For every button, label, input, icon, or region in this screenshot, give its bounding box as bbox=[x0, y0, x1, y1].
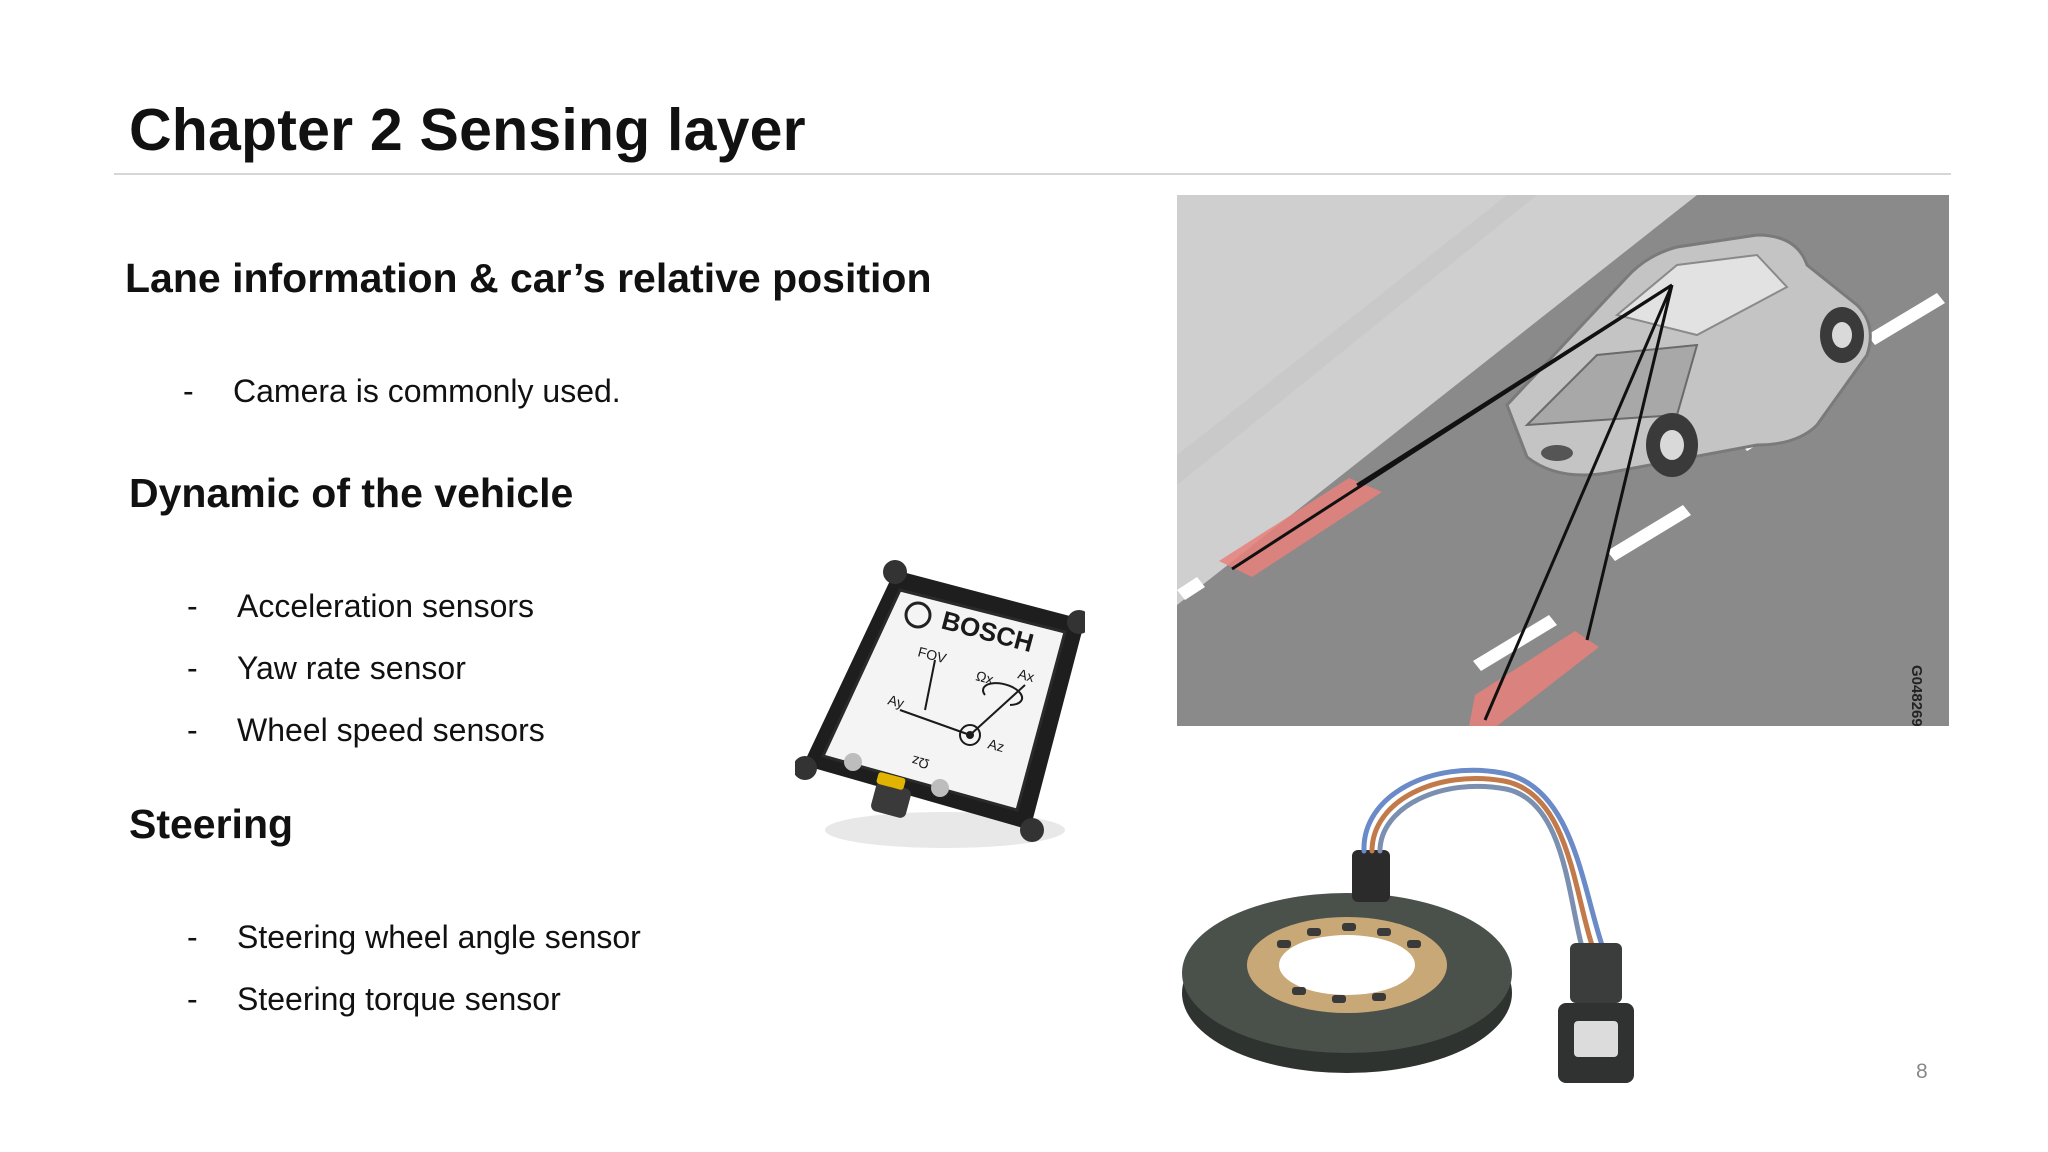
sensor-center-hole bbox=[1279, 935, 1415, 995]
bullet-marker: - bbox=[187, 650, 198, 686]
connector-port bbox=[871, 782, 911, 818]
mounting-hole-icon bbox=[1020, 818, 1044, 842]
steering-angle-sensor-image bbox=[1182, 767, 1634, 1083]
section-heading-steering: Steering bbox=[129, 801, 294, 847]
bullet-text: Wheel speed sensors bbox=[237, 712, 545, 748]
bullet-text: Acceleration sensors bbox=[237, 588, 535, 624]
rotor-slots bbox=[1277, 923, 1421, 1003]
axis-label: Az bbox=[986, 735, 1006, 755]
bosch-imu-sensor-image: BOSCH FOV Ωx Ax Ay Az Ωz bbox=[795, 560, 1085, 848]
section-heading-lane-information: Lane information & car’s relative positi… bbox=[125, 255, 932, 301]
wire-plug bbox=[1570, 943, 1622, 1003]
title-divider bbox=[114, 173, 1951, 175]
bullet-item: - Wheel speed sensors bbox=[187, 712, 545, 749]
bosch-logo-icon bbox=[904, 601, 932, 629]
axis-label: Ωx bbox=[974, 667, 995, 687]
status-led-icon bbox=[931, 779, 949, 797]
bullet-item: - Steering torque sensor bbox=[187, 981, 561, 1018]
bullet-marker: - bbox=[187, 712, 198, 748]
bullet-marker: - bbox=[187, 919, 198, 955]
axis-label: Ωz bbox=[910, 753, 931, 773]
bullet-text: Steering wheel angle sensor bbox=[237, 919, 641, 955]
axis-diagram bbox=[899, 659, 1026, 746]
sensor-connector-housing bbox=[1352, 850, 1390, 902]
status-led-icon bbox=[844, 753, 862, 771]
bullet-item: - Acceleration sensors bbox=[187, 588, 534, 625]
axis-label: Ax bbox=[1016, 665, 1036, 685]
image-code-label: G048269 bbox=[1908, 665, 1925, 726]
axis-label: FOV bbox=[916, 643, 949, 666]
mounting-hole-icon bbox=[883, 560, 907, 584]
camera-sight-lines bbox=[1231, 283, 1674, 721]
bullet-marker: - bbox=[183, 373, 194, 409]
road-shoulder bbox=[1177, 195, 1537, 485]
bullet-item: - Steering wheel angle sensor bbox=[187, 919, 641, 956]
bullet-marker: - bbox=[187, 588, 198, 624]
plug-pins bbox=[1574, 1021, 1618, 1057]
mounting-hole-icon bbox=[1067, 610, 1085, 634]
lane-detection-zone-right bbox=[1469, 631, 1599, 726]
bullet-marker: - bbox=[187, 981, 198, 1017]
connector-collar bbox=[876, 772, 906, 790]
axis-label: Ay bbox=[886, 691, 906, 711]
bullet-text: Yaw rate sensor bbox=[237, 650, 466, 686]
bullet-item: - Yaw rate sensor bbox=[187, 650, 466, 687]
bullet-text: Steering torque sensor bbox=[237, 981, 561, 1017]
page-number: 8 bbox=[1916, 1060, 1928, 1083]
sensor-label-panel bbox=[820, 588, 1067, 812]
slide-title: Chapter 2 Sensing layer bbox=[129, 97, 806, 163]
sensor-wires bbox=[1361, 767, 1605, 950]
mounting-hole-icon bbox=[795, 756, 817, 780]
lane-camera-illustration: G048269 bbox=[1177, 195, 1949, 726]
bullet-text: Camera is commonly used. bbox=[233, 373, 621, 409]
section-heading-vehicle-dynamics: Dynamic of the vehicle bbox=[129, 470, 574, 516]
bullet-item: - Camera is commonly used. bbox=[183, 373, 621, 410]
